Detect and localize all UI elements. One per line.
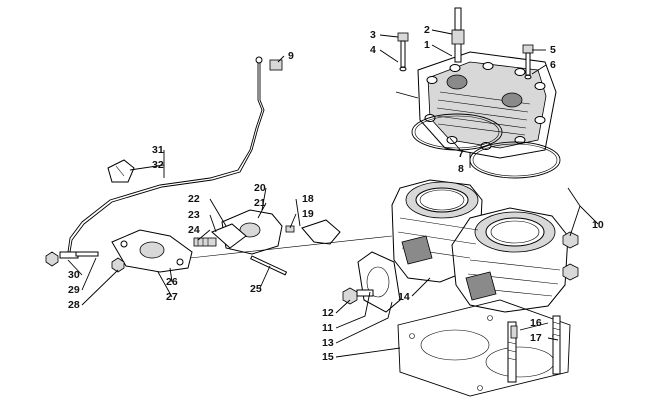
callout-24: 24	[188, 224, 200, 236]
callout-28: 28	[68, 299, 80, 311]
callout-13: 13	[322, 337, 334, 349]
callout-10: 10	[592, 219, 604, 231]
oil-pump-assembly	[45, 209, 341, 276]
callout-27: 27	[166, 291, 178, 303]
callout-22: 22	[188, 193, 200, 205]
callout-26: 26	[166, 276, 178, 288]
callout-31: 31	[152, 144, 164, 156]
callout-23: 23	[188, 209, 200, 221]
callout-25: 25	[250, 283, 262, 295]
leader-lines	[67, 29, 599, 358]
callout-3: 3	[370, 29, 376, 41]
callout-21: 21	[254, 197, 266, 209]
callout-2: 2	[424, 24, 430, 36]
alignment-line	[189, 235, 393, 259]
callout-18: 18	[302, 193, 314, 205]
callout-4: 4	[370, 44, 376, 56]
callout-1: 1	[424, 39, 430, 51]
callout-labels: 1 2 3 4 5 6 7 8 9 10 11 12 13 14 15 16 1…	[68, 24, 604, 363]
callout-5: 5	[550, 44, 556, 56]
callout-16: 16	[530, 317, 542, 329]
callout-20: 20	[254, 182, 266, 194]
callout-8: 8	[458, 163, 464, 175]
base-gasket	[397, 299, 571, 397]
callout-30: 30	[68, 269, 80, 281]
callout-32: 32	[152, 159, 164, 171]
callout-12: 12	[322, 307, 334, 319]
cylinder-block	[391, 179, 579, 313]
callout-29: 29	[68, 284, 80, 296]
callout-14: 14	[398, 291, 410, 303]
callout-9: 9	[288, 50, 294, 62]
throttle-cable	[59, 56, 283, 259]
callout-7: 7	[458, 148, 464, 160]
callout-15: 15	[322, 351, 334, 363]
callout-17: 17	[530, 332, 542, 344]
studs	[507, 315, 561, 383]
callout-11: 11	[322, 322, 333, 334]
callout-19: 19	[302, 208, 314, 220]
cylinder-head	[395, 7, 557, 159]
callout-6: 6	[550, 59, 556, 71]
